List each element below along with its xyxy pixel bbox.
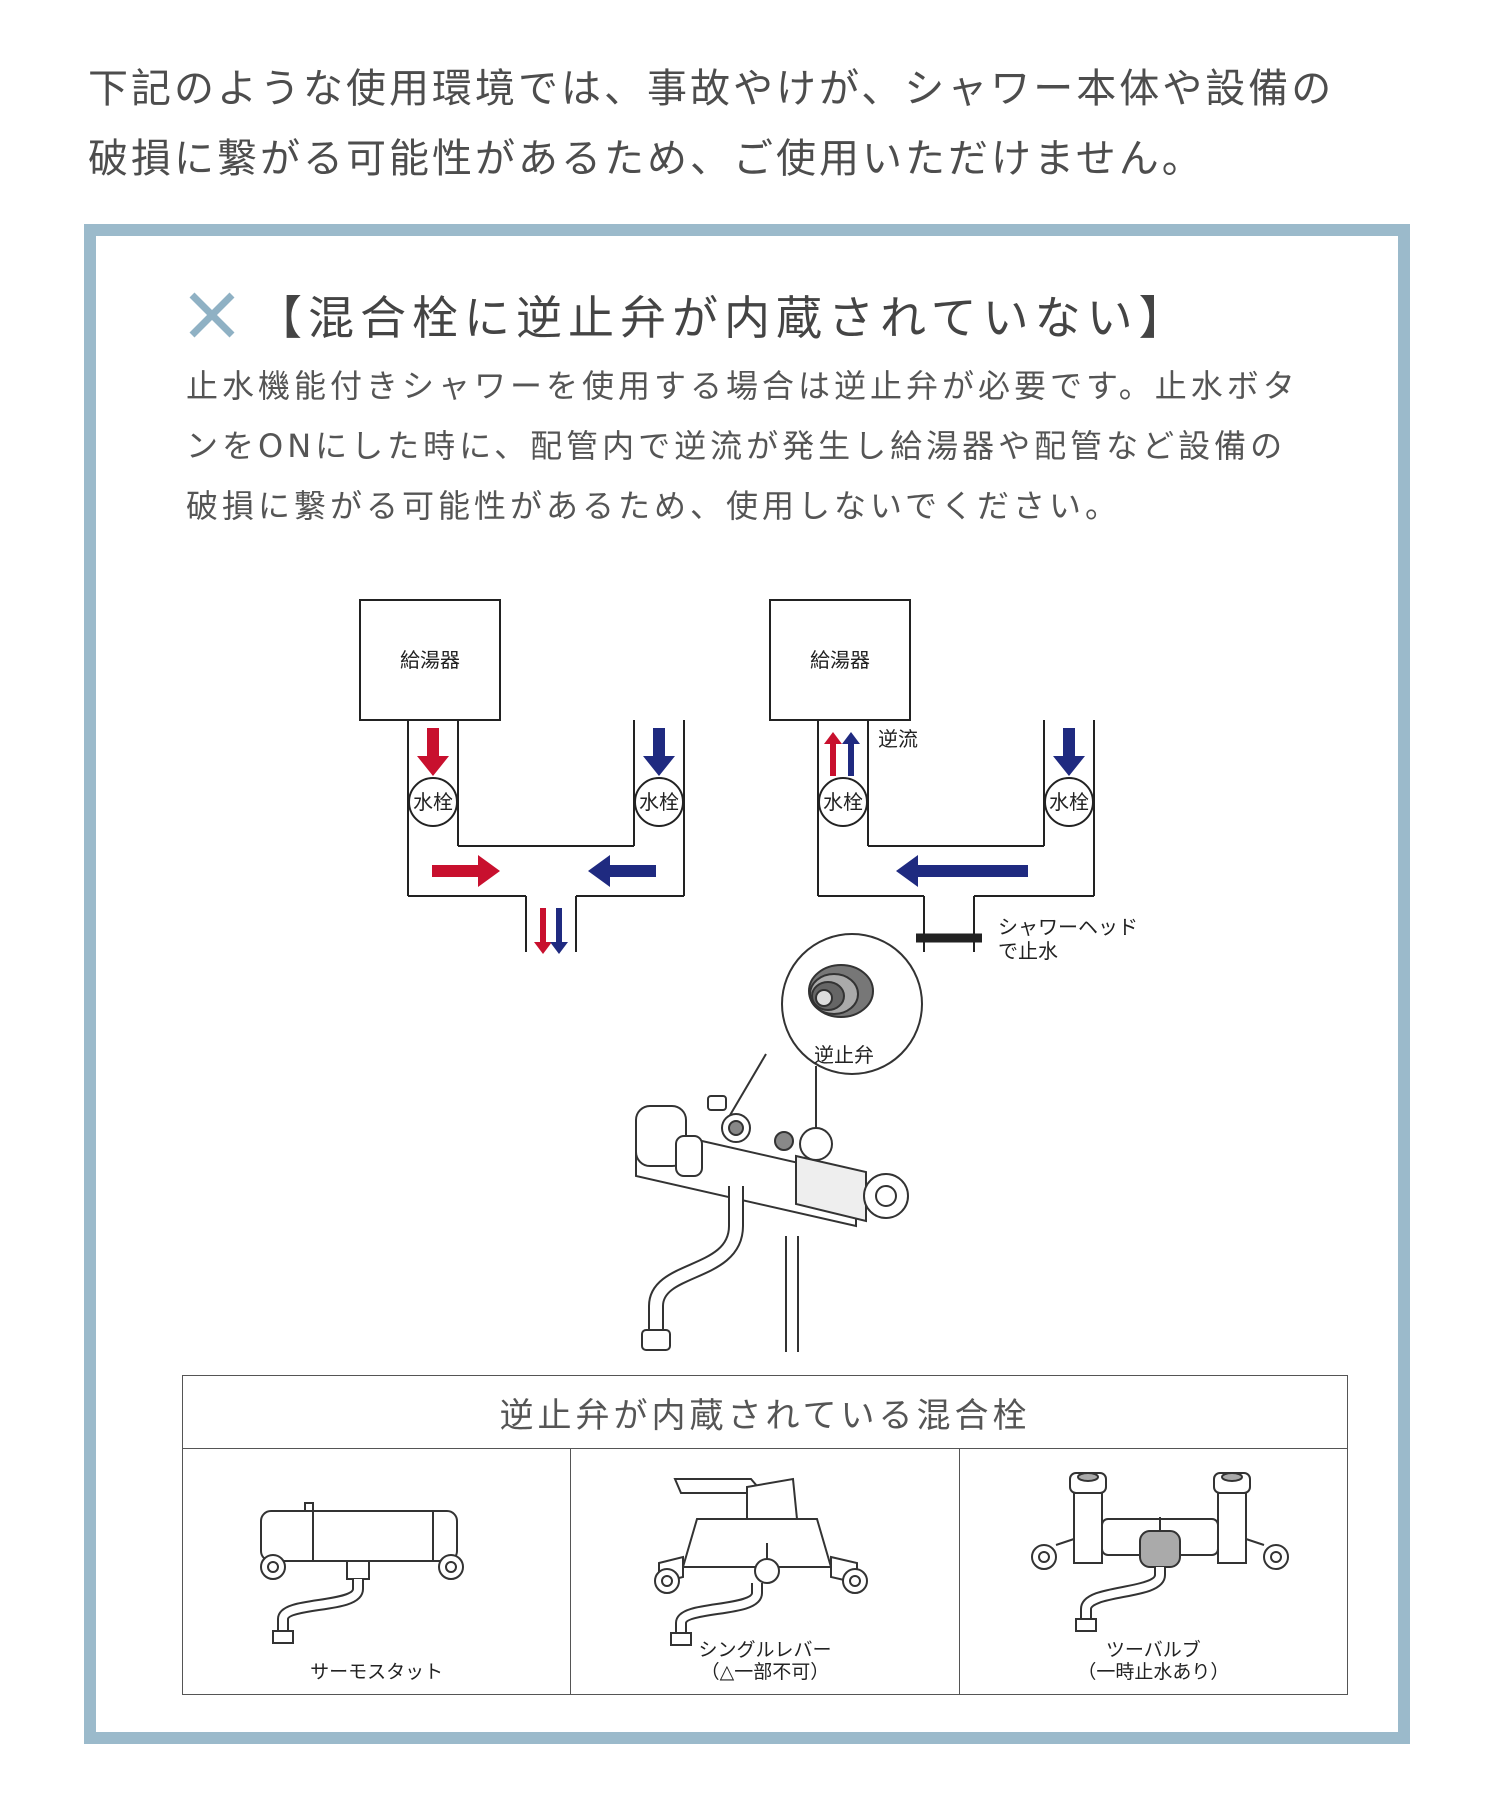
cell-label-single-lever: シングルレバー （△一部不可） (571, 1639, 958, 1683)
cell-label-thermostat: サーモスタット (183, 1661, 570, 1683)
single-lever-faucet-icon (654, 1477, 869, 1646)
diagram-normal (359, 599, 685, 952)
cell-label-single-lever-2: （△一部不可） (700, 1661, 830, 1683)
cell-label-single-lever-1: シングルレバー (698, 1639, 832, 1661)
warning-panel: 【混合栓に逆止弁が内蔵されていない】 止水機能付きシャワーを使用する場合は逆止弁… (84, 224, 1410, 1744)
arrows-right (824, 728, 1085, 887)
water-heater-box-right (769, 599, 911, 721)
cold-left-arrow (588, 855, 656, 887)
backflow-cold-arrow (842, 732, 860, 776)
backflow-hot-arrow (824, 732, 842, 776)
intro-line-1: 下記のような使用環境では、事故やけが、シャワー本体や設備の (88, 66, 1335, 112)
arrows-left (417, 728, 675, 954)
valve-hot-label-right: 水栓 (823, 790, 863, 814)
section-heading: 【混合栓に逆止弁が内蔵されていない】 (186, 278, 1191, 352)
diagram-backflow (769, 599, 1095, 952)
x-mark-icon (189, 292, 235, 338)
cell-label-two-valve-2: （一時止水あり） (1077, 1661, 1230, 1683)
check-valve-label: 逆止弁 (814, 1043, 874, 1067)
cell-label-thermostat-1: サーモスタット (310, 1661, 444, 1683)
cold-down-arrow-right (1053, 728, 1085, 776)
shower-stop-label-2: で止水 (998, 939, 1058, 963)
cell-two-valve: ツーバルブ （一時止水あり） (960, 1449, 1347, 1695)
valve-cold-label-left: 水栓 (639, 790, 679, 814)
cell-single-lever: シングルレバー （△一部不可） (571, 1449, 960, 1695)
intro-line-2: 破損に繋がる可能性があるため、ご使用いただけません。 (88, 136, 1205, 182)
cell-thermostat: サーモスタット (183, 1449, 572, 1695)
check-valve-faucet-table: 逆止弁が内蔵されている混合栓 (182, 1375, 1348, 1695)
intro-text: 下記のような使用環境では、事故やけが、シャワー本体や設備の 破損に繋がる可能性が… (88, 54, 1448, 194)
check-valve-icon (808, 964, 874, 1018)
cold-out-arrow (550, 908, 568, 954)
cold-down-arrow (643, 728, 675, 776)
two-valve-faucet-icon (1030, 1472, 1289, 1632)
heater-label-right: 給湯器 (810, 648, 870, 672)
heater-label-left: 給湯器 (400, 648, 460, 672)
table-cells: サーモスタット (183, 1449, 1347, 1695)
valve-cold-label-right: 水栓 (1049, 790, 1089, 814)
thermostat-faucet-icon (260, 1502, 464, 1644)
hot-right-arrow (432, 855, 500, 887)
desc-line-3: 破損に繋がる可能性があるため、使用しないでください。 (186, 487, 1122, 525)
faucet-illustration (635, 933, 923, 1352)
cell-label-two-valve-1: ツーバルブ (1105, 1639, 1201, 1661)
valves-right (818, 777, 1094, 827)
desc-line-2: ンをONにした時に、配管内で逆流が発生し給湯器や配管など設備の (186, 427, 1287, 465)
cell-label-two-valve: ツーバルブ （一時止水あり） (960, 1639, 1347, 1683)
backflow-label: 逆流 (878, 727, 918, 751)
heading-text: 【混合栓に逆止弁が内蔵されていない】 (256, 291, 1191, 345)
cold-left-arrow-right (896, 855, 1028, 887)
shower-stop-label-1: シャワーヘッド (998, 915, 1138, 939)
hot-down-arrow (417, 728, 449, 776)
section-description: 止水機能付きシャワーを使用する場合は逆止弁が必要です。止水ボタ ンをONにした時… (186, 356, 1356, 536)
valves-left (408, 777, 684, 827)
table-title: 逆止弁が内蔵されている混合栓 (183, 1376, 1347, 1449)
water-heater-box-left (359, 599, 501, 721)
desc-line-1: 止水機能付きシャワーを使用する場合は逆止弁が必要です。止水ボタ (186, 367, 1299, 405)
valve-hot-label-left: 水栓 (413, 790, 453, 814)
piping-diagram: 給湯器 水栓 水栓 給湯器 水栓 水栓 逆 (359, 599, 1138, 1352)
hot-out-arrow (534, 908, 552, 954)
